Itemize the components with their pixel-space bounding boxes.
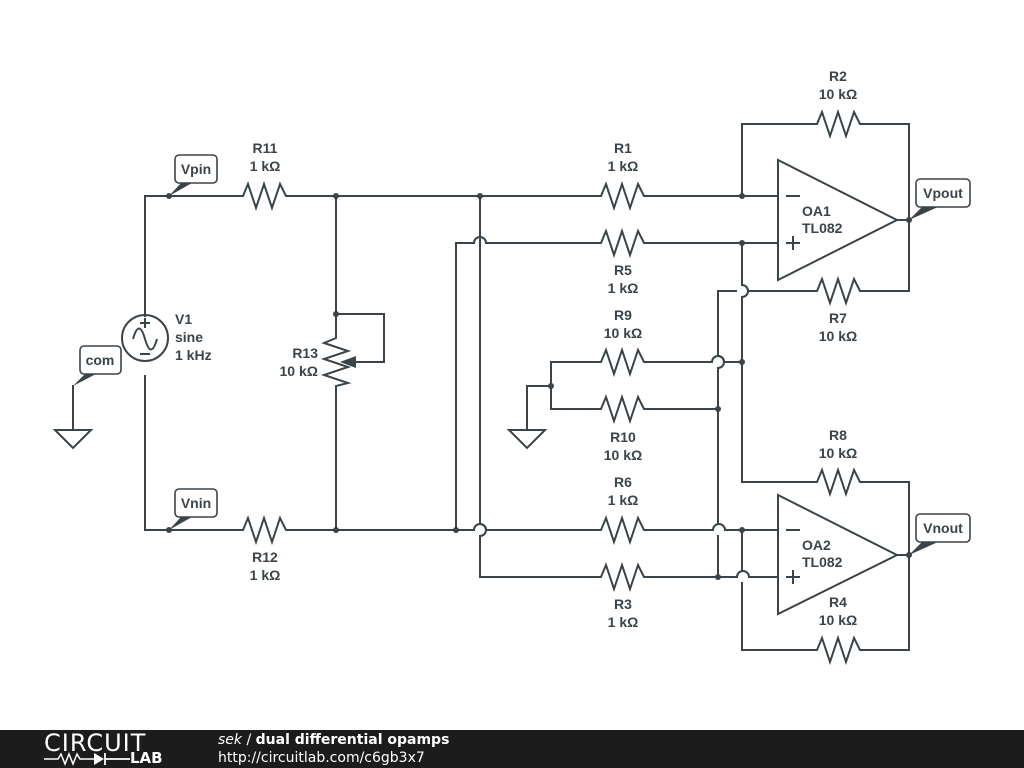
- resistor-r4[interactable]: R4 10 kΩ: [812, 594, 866, 666]
- r1-name: R1: [614, 140, 632, 156]
- oa1-name: OA1: [802, 203, 831, 219]
- net-label-vnout[interactable]: Vnout: [909, 513, 971, 555]
- resistor-r7[interactable]: R7 10 kΩ: [812, 275, 866, 344]
- vpout-label: Vpout: [923, 185, 963, 201]
- schematic-canvas: R11 1 kΩ R12 1 kΩ R1 1 kΩ R5 1 kΩ R9 10 …: [52, 68, 971, 666]
- resistor-r2[interactable]: R2 10 kΩ: [812, 68, 866, 140]
- r10-name: R10: [610, 429, 636, 445]
- logo-text-lab: LAB: [130, 749, 163, 767]
- r12-value: 1 kΩ: [250, 567, 281, 583]
- r6-value: 1 kΩ: [608, 492, 639, 508]
- v1-type: sine: [175, 329, 203, 345]
- noninverting-input-plus-icon: [786, 570, 800, 584]
- vnin-label: Vnin: [181, 495, 211, 511]
- resistor-r10[interactable]: R10 10 kΩ: [596, 393, 650, 463]
- r13-name: R13: [292, 345, 318, 361]
- r5-name: R5: [614, 262, 632, 278]
- r4-value: 10 kΩ: [819, 612, 857, 628]
- wires: [72, 123, 910, 651]
- circuit-title: sek / dual differential opamps: [218, 731, 449, 749]
- r6-name: R6: [614, 474, 632, 490]
- r3-name: R3: [614, 596, 632, 612]
- r1-value: 1 kΩ: [608, 158, 639, 174]
- plus-icon: [140, 318, 150, 328]
- circuit-url[interactable]: http://circuitlab.com/c6gb3x7: [218, 750, 425, 766]
- ground-r9-r10: [506, 429, 548, 450]
- oa2-part: TL082: [802, 554, 843, 570]
- v1-frequency: 1 kHz: [175, 347, 212, 363]
- r2-value: 10 kΩ: [819, 86, 857, 102]
- r7-name: R7: [829, 310, 847, 326]
- resistor-r1[interactable]: R1 1 kΩ: [596, 140, 650, 212]
- net-label-com[interactable]: com: [73, 345, 122, 386]
- r7-value: 10 kΩ: [819, 328, 857, 344]
- resistor-r11[interactable]: R11 1 kΩ: [238, 140, 292, 212]
- r11-value: 1 kΩ: [250, 158, 281, 174]
- r13-value: 10 kΩ: [280, 363, 318, 379]
- wiper-arrow-icon: [340, 356, 356, 368]
- ground-com: [52, 429, 94, 450]
- net-label-vpout[interactable]: Vpout: [909, 178, 971, 220]
- resistor-r6[interactable]: R6 1 kΩ: [596, 474, 650, 546]
- r8-value: 10 kΩ: [819, 445, 857, 461]
- opamp-oa2[interactable]: OA2 TL082: [777, 493, 900, 616]
- resistor-r12[interactable]: R12 1 kΩ: [238, 514, 292, 583]
- author-link[interactable]: sek: [218, 732, 243, 748]
- resistor-r3[interactable]: R3 1 kΩ: [596, 561, 650, 630]
- oa2-name: OA2: [802, 537, 831, 553]
- circuitlab-logo[interactable]: CIRCUIT LAB: [44, 730, 174, 768]
- title-separator: /: [242, 732, 256, 748]
- r10-value: 10 kΩ: [604, 447, 642, 463]
- r11-name: R11: [253, 140, 278, 156]
- resistor-diode-icon: [44, 752, 130, 766]
- r9-name: R9: [614, 307, 632, 323]
- ground-icon: [506, 429, 548, 450]
- opamp-oa1[interactable]: OA1 TL082: [777, 158, 900, 282]
- voltage-source-v1[interactable]: V1 sine 1 kHz: [121, 311, 212, 363]
- sine-wave-icon: [132, 327, 158, 351]
- potentiometer-r13[interactable]: R13 10 kΩ: [280, 334, 356, 390]
- resistor-r8[interactable]: R8 10 kΩ: [812, 427, 866, 498]
- resistor-r5[interactable]: R5 1 kΩ: [596, 227, 650, 296]
- r12-name: R12: [252, 549, 278, 565]
- ground-icon: [52, 429, 94, 450]
- net-label-vnin[interactable]: Vnin: [169, 488, 218, 530]
- circuit-name[interactable]: dual differential opamps: [255, 732, 450, 748]
- r5-value: 1 kΩ: [608, 280, 639, 296]
- com-label: com: [86, 352, 115, 368]
- vnout-label: Vnout: [923, 520, 963, 536]
- r4-name: R4: [829, 594, 847, 610]
- r9-value: 10 kΩ: [604, 325, 642, 341]
- noninverting-input-plus-icon: [786, 236, 800, 250]
- r2-name: R2: [829, 68, 847, 84]
- vpin-label: Vpin: [181, 161, 211, 177]
- logo-text-circuit: CIRCUIT: [44, 729, 147, 757]
- resistor-r9[interactable]: R9 10 kΩ: [596, 307, 650, 378]
- net-label-vpin[interactable]: Vpin: [169, 154, 218, 196]
- v1-name: V1: [175, 311, 192, 327]
- oa1-part: TL082: [802, 220, 843, 236]
- r8-name: R8: [829, 427, 847, 443]
- footer-bar: CIRCUIT LAB sek / dual differential opam…: [0, 730, 1024, 768]
- r3-value: 1 kΩ: [608, 614, 639, 630]
